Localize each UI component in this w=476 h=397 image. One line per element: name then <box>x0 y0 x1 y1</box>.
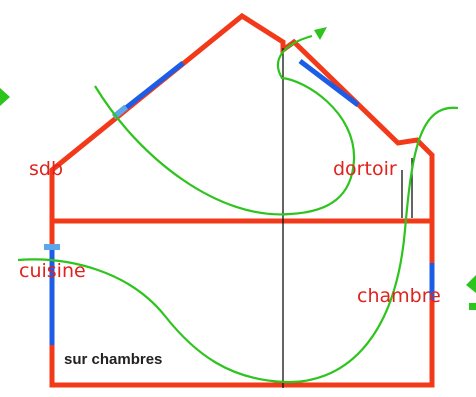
window-roof-left <box>120 61 185 113</box>
left-arrow-hint <box>0 88 10 106</box>
airflow-upper-arrowhead <box>314 27 327 40</box>
right-arrow-hint-upper <box>466 275 476 293</box>
airflow-lower-loop <box>17 106 459 384</box>
note-sur-chambres: sur chambres <box>64 351 163 368</box>
right-arrow-hint-lower <box>469 303 476 310</box>
window-roof-right <box>298 59 360 107</box>
house-outline <box>49 12 435 388</box>
room-label-chambre: chambre <box>357 285 441 307</box>
room-label-sdb: sdb <box>29 158 64 180</box>
room-label-cuisine: cuisine <box>19 260 86 282</box>
room-label-dortoir: dortoir <box>333 158 397 180</box>
vent-wall-left <box>44 244 60 250</box>
airflow-upper-loop <box>94 34 356 216</box>
